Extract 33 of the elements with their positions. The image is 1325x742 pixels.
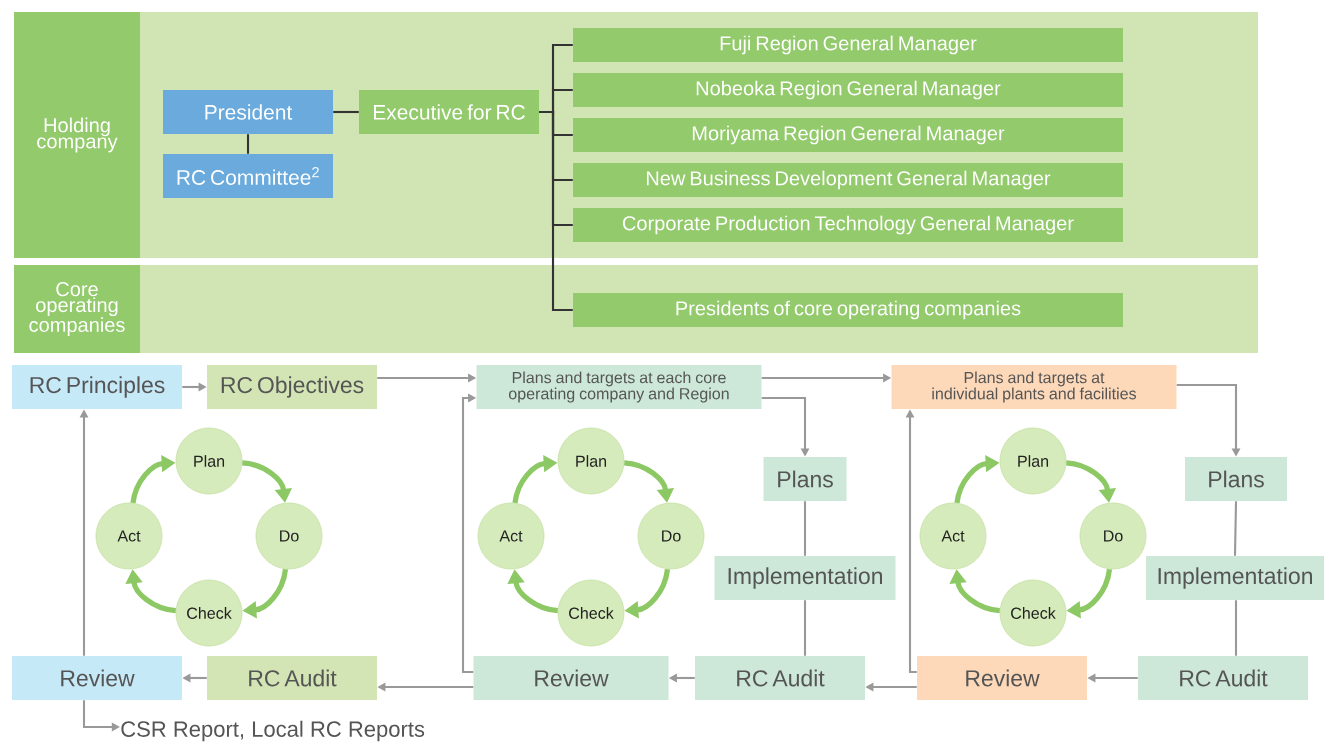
process-box: Implementation (714, 556, 896, 600)
process-box: RC Objectives (207, 365, 377, 409)
connector-line (539, 110, 573, 312)
process-box: Implementation (1146, 556, 1324, 600)
org-box: President (163, 90, 333, 134)
org-box: Corporate Production Technology General Manager (573, 208, 1123, 242)
process-box: Plans (763, 457, 847, 501)
org-box: New Business Development General Manager (573, 163, 1123, 197)
org-box: Presidents of core operating companies (573, 293, 1123, 327)
process-box: Plans and targets at individual plants and facilities (891, 365, 1177, 409)
process-box: RC Principles (12, 365, 182, 409)
org-box: Moriyama Region General Manager (573, 118, 1123, 152)
connector-line (803, 501, 807, 556)
process-box: RC Audit (695, 656, 865, 700)
org-box: RC Committee$^{2}$ (163, 154, 333, 198)
org-box: Executive for RC (359, 90, 539, 134)
process-box: Plans and targets at each core operating company and Region (476, 365, 762, 409)
connector-line (1234, 600, 1238, 656)
connector-line (333, 110, 359, 114)
connector-line (246, 134, 250, 154)
org-box: Fuji Region General Manager (573, 28, 1123, 62)
connector-line (1233, 501, 1238, 556)
process-box: Review (473, 656, 669, 700)
node-label: Core operating companies (29, 282, 125, 336)
process-box: RC Audit (1138, 656, 1308, 700)
connector-line (803, 600, 807, 656)
process-box: RC Audit (207, 656, 377, 700)
org-box: Nobeoka Region General Manager (573, 73, 1123, 107)
process-box: Review (917, 656, 1087, 700)
process-box: Plans (1185, 457, 1287, 501)
note-text: CSR Report, Local RC Reports (121, 720, 425, 742)
process-box: Review (12, 656, 182, 700)
node-label: Holding company (37, 117, 118, 153)
